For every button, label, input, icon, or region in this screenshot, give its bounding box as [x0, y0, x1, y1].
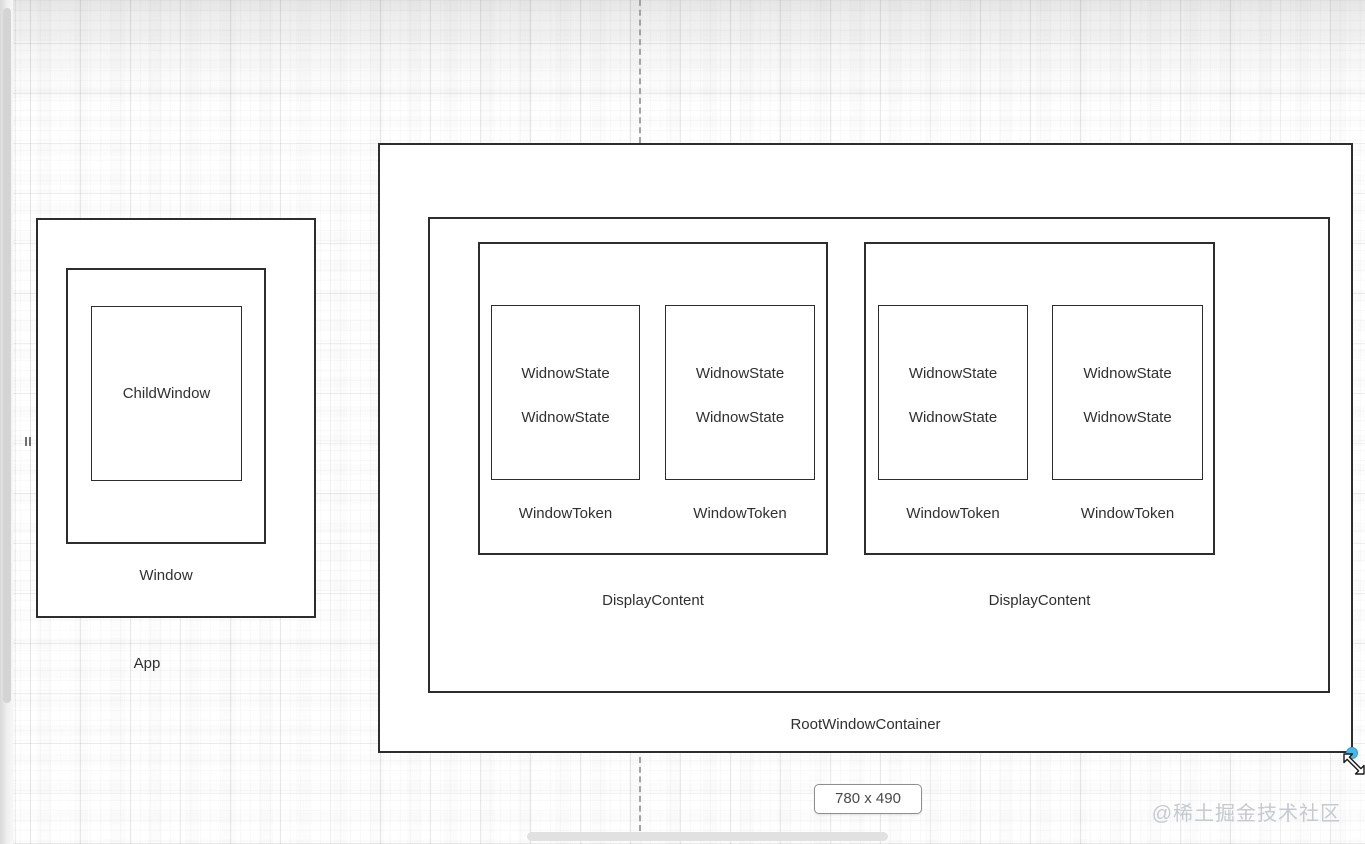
- window-state-label: WidnowState: [521, 409, 610, 426]
- app-label: App: [133, 655, 161, 672]
- window-label: Window: [139, 567, 193, 584]
- display-content-label: DisplayContent: [988, 592, 1091, 609]
- window-state-label: WidnowState: [908, 365, 998, 382]
- window-state-label: WidnowState: [521, 365, 610, 382]
- watermark-text: @稀土掘金技术社区: [1151, 803, 1341, 825]
- window-state-label: WidnowState: [695, 365, 785, 382]
- horizontal-scrollbar-thumb[interactable]: [527, 832, 888, 841]
- window-token-label: WindowToken: [518, 505, 613, 522]
- root-window-container-label: RootWindowContainer: [790, 716, 941, 733]
- window-state-label: WidnowState: [695, 409, 785, 426]
- window-state-label: WidnowState: [1083, 409, 1172, 426]
- vertical-scrollbar-thumb[interactable]: [3, 8, 11, 703]
- window-token-shape[interactable]: WidnowState WidnowState: [491, 305, 640, 480]
- window-token-shape[interactable]: WidnowState WidnowState: [1052, 305, 1203, 480]
- window-token-shape[interactable]: WidnowState WidnowState: [878, 305, 1028, 480]
- display-content-label: DisplayContent: [602, 592, 704, 609]
- pane-drag-handle-icon[interactable]: [25, 437, 32, 446]
- page-guide-line-top: [639, 0, 641, 143]
- child-window-shape[interactable]: ChildWindow: [91, 306, 242, 481]
- window-state-label: WidnowState: [1083, 365, 1172, 382]
- window-state-label: WidnowState: [908, 409, 998, 426]
- child-window-label: ChildWindow: [122, 385, 211, 402]
- window-token-shape[interactable]: WidnowState WidnowState: [665, 305, 815, 480]
- window-token-label: WindowToken: [1080, 505, 1175, 522]
- size-tooltip: 780 x 490: [814, 784, 922, 814]
- page-guide-line-bottom: [639, 757, 641, 831]
- resize-cursor-icon: [1340, 750, 1365, 778]
- window-token-label: WindowToken: [906, 505, 1000, 522]
- window-token-label: WindowToken: [693, 505, 787, 522]
